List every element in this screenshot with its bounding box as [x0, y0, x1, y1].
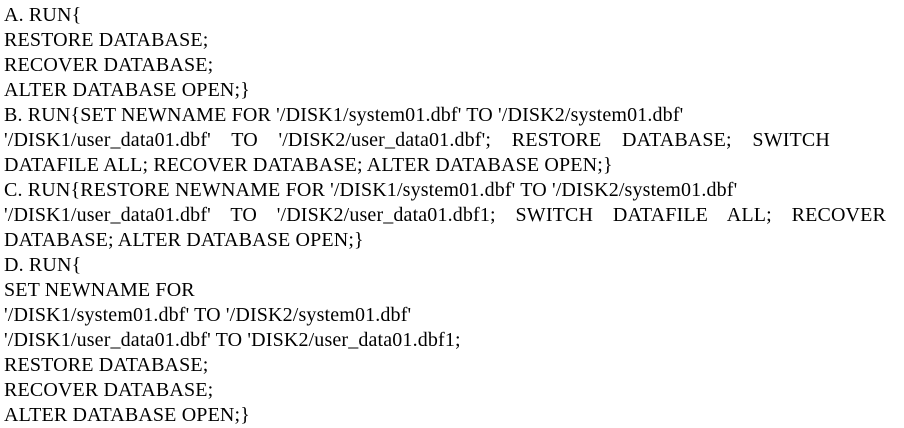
option-d-line-6: RECOVER DATABASE;: [4, 379, 214, 401]
option-b-line-3: DATAFILE ALL; RECOVER DATABASE; ALTER DA…: [4, 154, 613, 176]
option-a: A. RUN{ RESTORE DATABASE; RECOVER DATABA…: [4, 3, 900, 103]
option-b-line-1: B. RUN{SET NEWNAME FOR '/DISK1/system01.…: [4, 104, 684, 126]
option-c: C. RUN{RESTORE NEWNAME FOR '/DISK1/syste…: [4, 178, 900, 253]
option-d: D. RUN{ SET NEWNAME FOR '/DISK1/system01…: [4, 253, 900, 428]
option-d-line-7: ALTER DATABASE OPEN;}: [4, 404, 250, 426]
option-a-line-2: RESTORE DATABASE;: [4, 29, 209, 51]
option-b: B. RUN{SET NEWNAME FOR '/DISK1/system01.…: [4, 103, 900, 178]
option-c-line-3: DATABASE; ALTER DATABASE OPEN;}: [4, 229, 364, 251]
answer-options: A. RUN{ RESTORE DATABASE; RECOVER DATABA…: [4, 3, 900, 428]
option-d-line-2: SET NEWNAME FOR: [4, 279, 195, 301]
option-a-line-3: RECOVER DATABASE;: [4, 54, 214, 76]
option-b-line-2: '/DISK1/user_data01.dbf' TO '/DISK2/user…: [4, 129, 830, 151]
option-d-line-3: '/DISK1/system01.dbf' TO '/DISK2/system0…: [4, 304, 412, 326]
option-c-line-1: C. RUN{RESTORE NEWNAME FOR '/DISK1/syste…: [4, 179, 738, 201]
option-d-line-1: D. RUN{: [4, 254, 82, 276]
option-c-line-2: '/DISK1/user_data01.dbf' TO '/DISK2/user…: [4, 204, 886, 226]
option-d-line-5: RESTORE DATABASE;: [4, 354, 209, 376]
option-a-line-1: A. RUN{: [4, 4, 82, 26]
option-d-line-4: '/DISK1/user_data01.dbf' TO 'DISK2/user_…: [4, 329, 461, 351]
option-a-line-4: ALTER DATABASE OPEN;}: [4, 79, 250, 101]
